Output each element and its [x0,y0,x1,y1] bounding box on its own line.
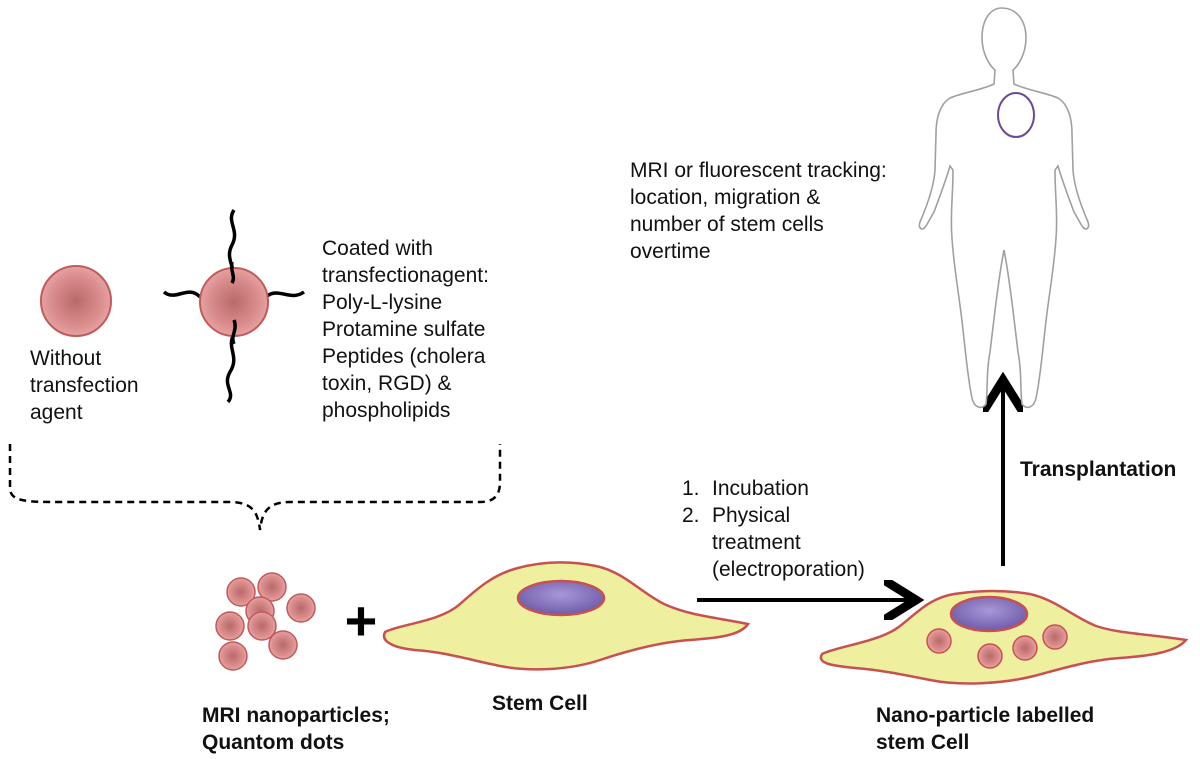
heart-outline [997,92,1035,138]
labelled-cell-nucleus [949,595,1029,633]
plus-sign: + [345,589,378,652]
coated-agent-label: Coated with transfectionagent: Poly-L-ly… [322,237,489,422]
labelled-cell-label: Nano-particle labelled stem Cell [876,704,1095,754]
step-incubation: 1.Incubation [682,477,809,500]
stem-cell-label: Stem Cell [492,692,588,715]
nanoparticles-label: MRI nanoparticles; Quantom dots [202,704,390,754]
stem-cell-nucleus [516,579,606,617]
internalised-nanoparticle [926,628,952,654]
coated-nanoparticle [162,209,306,404]
dashed-brace [8,444,502,531]
labelling-steps: 1.Incubation 2.Physical treatment (elect… [682,477,865,581]
internalised-nanoparticle [977,643,1003,669]
tracking-label: MRI or fluorescent tracking: location, m… [630,159,887,263]
transplantation-label: Transplantation [1020,458,1177,481]
internalised-nanoparticle [1042,624,1068,650]
stem-cell-illustration [382,561,751,671]
human-body-outline [918,7,1090,409]
plain-nanoparticle [40,265,112,337]
polymer-strand-right [264,290,306,299]
nanoparticle-cluster [215,572,316,671]
polymer-strand-bottom [225,333,236,404]
labelled-cell-illustration [819,589,1189,685]
internalised-nanoparticle [1012,635,1038,661]
polymer-strand-left [162,290,202,299]
without-agent-label: Without transfection agent [30,347,139,424]
step-physical-treatment: 2.Physical [682,504,791,527]
